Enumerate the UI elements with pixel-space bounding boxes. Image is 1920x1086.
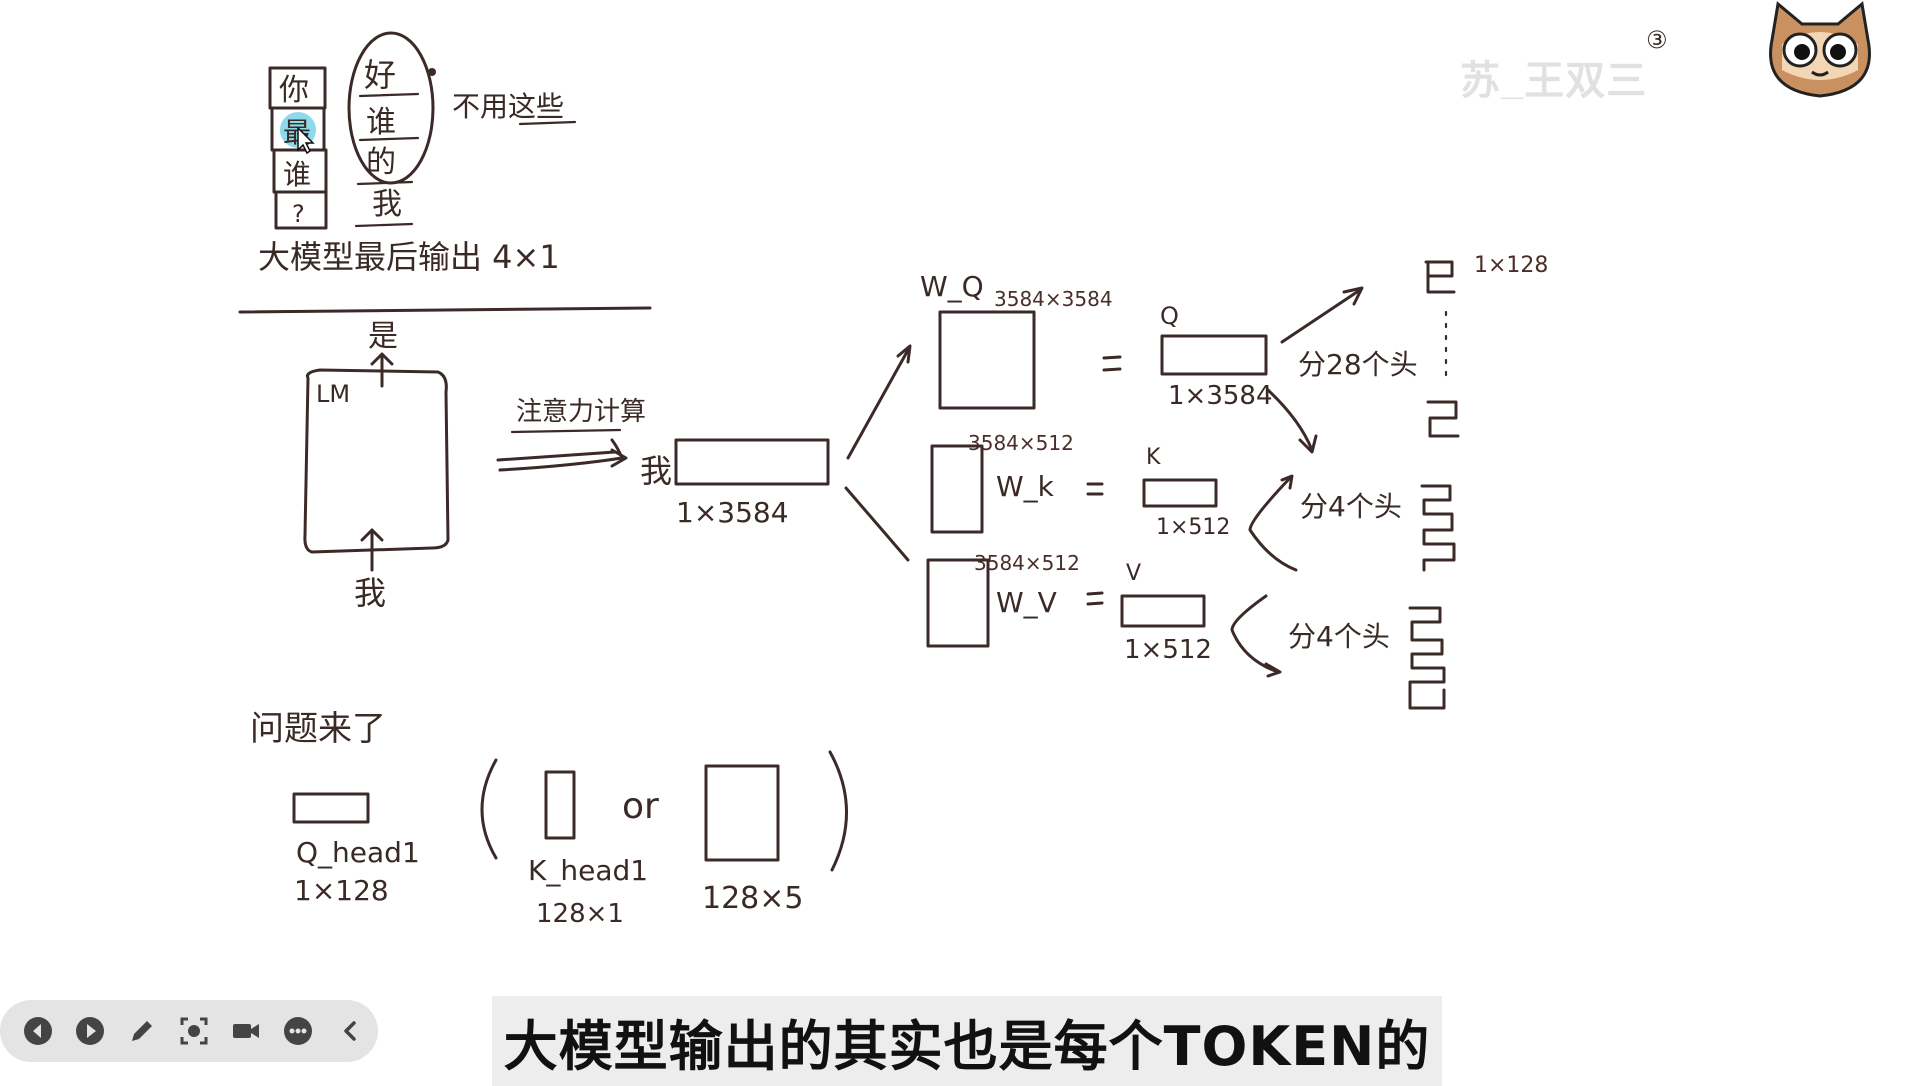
output-v: V 1×512 分4个头 (1120, 561, 1390, 678)
pen-button[interactable] (116, 1005, 168, 1057)
mascot-cat-icon (1769, 1, 1871, 98)
k-split-label: 分4个头 (1300, 490, 1402, 523)
equals-signs (1086, 355, 1122, 606)
paren-left (480, 758, 498, 860)
camera-icon (233, 1024, 259, 1038)
k-label: K (1146, 445, 1161, 470)
record-button[interactable] (220, 1005, 272, 1057)
token-column-left: 你 最 谁 ? (268, 66, 328, 230)
q-split-label: 分28个头 (1298, 348, 1418, 381)
collapse-icon (344, 1021, 356, 1041)
screenshot-button[interactable] (168, 1005, 220, 1057)
token-question: ? (292, 200, 305, 228)
prev-icon (24, 1017, 52, 1045)
more-button[interactable] (272, 1005, 324, 1057)
q-label: Q (1160, 302, 1179, 330)
lm-block: LM 是 我 (303, 319, 450, 612)
attention-label: 注意力计算 (516, 397, 646, 427)
watermark-text: 苏_王双三 (1460, 59, 1648, 103)
watermark: 苏_王双三 (1460, 0, 1880, 110)
token-hao: 好 (364, 56, 396, 94)
branch-arrow-up (846, 348, 910, 460)
v-split-label: 分4个头 (1288, 620, 1390, 653)
k-shape: 1×512 (1156, 515, 1230, 540)
wq-shape: 3584×3584 (994, 287, 1113, 311)
q-shape: 1×3584 (1168, 381, 1273, 411)
lm-input-token: 我 (354, 574, 386, 612)
token-wo: 我 (372, 187, 402, 222)
collapse-button[interactable] (324, 1005, 376, 1057)
token-shei: 谁 (283, 158, 311, 191)
v-label: V (1126, 561, 1141, 586)
wq-label: W_Q (920, 270, 984, 303)
token-de: 的 (366, 145, 396, 180)
token-shei-2: 谁 (366, 105, 396, 140)
k-head-shape: 128×1 (536, 899, 624, 929)
more-icon (284, 1017, 312, 1045)
matrix-shape: 128×5 (702, 881, 803, 916)
subtitle-bar: 大模型输出的其实也是每个TOKEN的 (492, 996, 1442, 1086)
wk-label: W_k (996, 470, 1055, 503)
lm-label: LM (316, 380, 350, 408)
v-shape: 1×512 (1124, 635, 1212, 665)
token-column-right: 好 谁 的 我 不用这些 (347, 31, 577, 228)
output-k: K 1×512 分4个头 (1142, 445, 1402, 572)
k-head-label: K_head1 (528, 854, 648, 887)
question-section: 问题来了 Q_head1 1×128 K_head1 128×1 or 128×… (250, 709, 848, 929)
token-ni: 你 (279, 73, 309, 108)
or-text: or (622, 786, 659, 827)
divider-line (238, 306, 652, 314)
cursor-arrow-icon (297, 126, 315, 155)
play-button[interactable] (64, 1005, 116, 1057)
question-title: 问题来了 (250, 709, 386, 749)
wv-label: W_V (996, 586, 1057, 619)
branch-line-down (844, 486, 910, 562)
pen-icon (132, 1021, 152, 1041)
q-heads-column: 1×128 (1424, 253, 1548, 438)
lm-output-token: 是 (368, 319, 398, 354)
screenshot-icon (180, 1017, 208, 1045)
output-q: Q 1×3584 分28个头 (1160, 286, 1418, 454)
head-shape: 1×128 (1474, 253, 1548, 278)
embedding-token: 我 (640, 452, 672, 490)
prev-button[interactable] (12, 1005, 64, 1057)
annotation-number: ③ (1646, 26, 1668, 54)
v-heads-column (1408, 606, 1446, 710)
embedding-vector: 我 1×3584 (640, 438, 830, 529)
weight-wq: W_Q 3584×3584 (920, 270, 1113, 410)
play-icon (76, 1017, 104, 1045)
weight-wv: 3584×512 W_V (926, 551, 1080, 648)
embedding-shape: 1×3584 (676, 496, 789, 529)
playback-toolbar (0, 1000, 378, 1062)
subtitle-text: 大模型输出的其实也是每个TOKEN的 (503, 1014, 1431, 1078)
q-head-label: Q_head1 (296, 836, 420, 869)
wk-shape: 3584×512 (968, 431, 1074, 455)
wv-shape: 3584×512 (974, 551, 1080, 575)
weight-wk: 3584×512 W_k (930, 431, 1074, 534)
k-heads-column (1420, 484, 1456, 572)
side-note: 不用这些 (452, 90, 564, 123)
top-caption: 大模型最后输出 4×1 (258, 238, 560, 276)
q-head-shape: 1×128 (294, 874, 389, 907)
paren-right (828, 750, 848, 872)
attention-arrow: 注意力计算 (496, 397, 646, 472)
